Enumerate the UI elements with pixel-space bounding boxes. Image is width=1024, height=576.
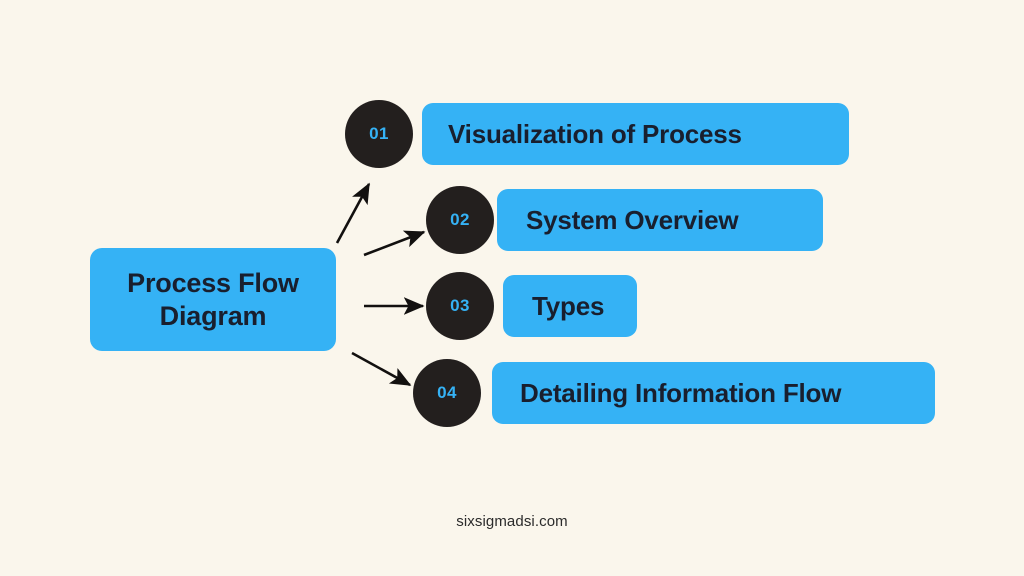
step-label-03: Types xyxy=(532,290,605,321)
step-box-04[interactable]: Detailing Information Flow xyxy=(492,362,935,424)
step-badge-04[interactable]: 04 xyxy=(413,359,481,427)
step-box-03[interactable]: Types xyxy=(503,275,637,337)
arrow-to-step-04 xyxy=(351,351,412,387)
arrow-to-step-01 xyxy=(335,182,371,244)
step-label-01: Visualization of Process xyxy=(448,118,742,149)
step-box-01[interactable]: Visualization of Process xyxy=(422,103,849,165)
step-number-02: 02 xyxy=(450,210,470,229)
step-number-01: 01 xyxy=(369,124,389,143)
step-number-04: 04 xyxy=(437,383,457,402)
footer-credit: sixsigmadsi.com xyxy=(456,513,568,530)
arrow-to-step-02 xyxy=(363,230,426,257)
root-node-label: Process Flow Diagram xyxy=(127,267,299,331)
step-label-04: Detailing Information Flow xyxy=(520,377,842,408)
step-number-03: 03 xyxy=(450,296,470,315)
root-node-process-flow-diagram[interactable]: Process Flow Diagram xyxy=(90,248,336,351)
step-box-02[interactable]: System Overview xyxy=(497,189,823,251)
step-badge-03[interactable]: 03 xyxy=(426,272,494,340)
step-badge-02[interactable]: 02 xyxy=(426,186,494,254)
step-label-02: System Overview xyxy=(526,204,739,235)
step-badge-01[interactable]: 01 xyxy=(345,100,413,168)
